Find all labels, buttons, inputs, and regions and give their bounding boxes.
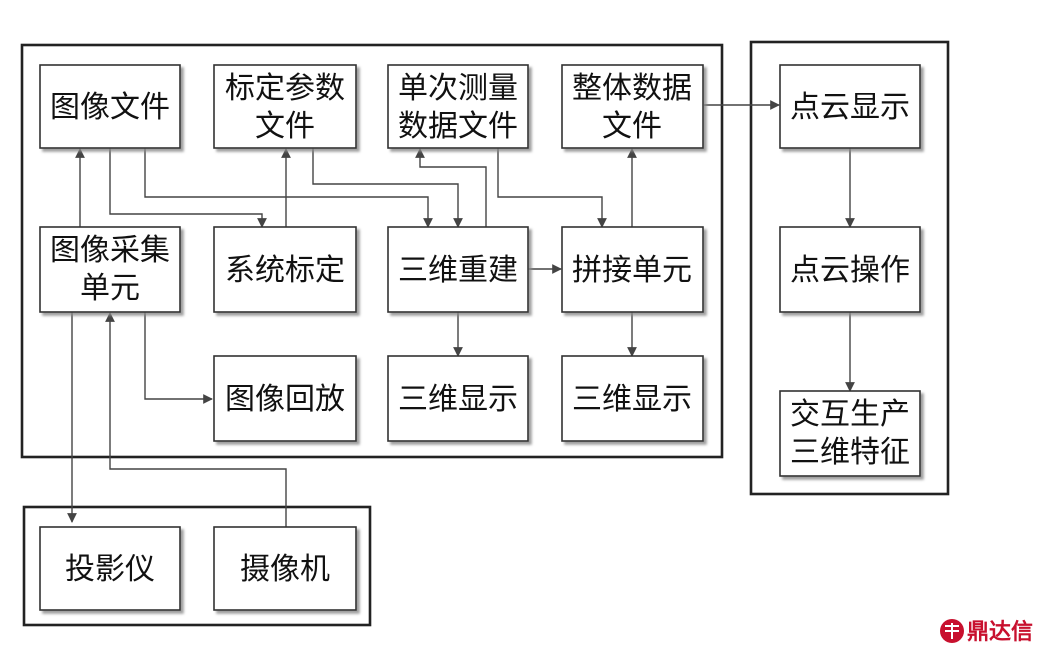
node-label: 单次测量	[398, 71, 518, 106]
node-pointcloud-display: 点云显示	[779, 64, 921, 149]
node-projector: 投影仪	[39, 526, 181, 611]
watermark-text: 鼎达信	[967, 619, 1033, 645]
node-label: 三维重建	[398, 253, 518, 288]
node-label: 投影仪	[65, 552, 155, 587]
pointcloud-group	[749, 40, 950, 496]
node-label: 单元	[80, 271, 140, 306]
node-system-calib: 系统标定	[213, 226, 357, 313]
node-label: 摄像机	[240, 552, 330, 587]
edge-singlefile-to-stitch	[497, 148, 607, 228]
node-image-acq-unit: 图像采集 单元	[39, 226, 181, 313]
node-recon-3d: 三维重建	[387, 226, 529, 313]
node-label: 点云显示	[790, 90, 910, 125]
edge-paramfile-to-recon	[312, 148, 463, 228]
node-label: 交互生产	[790, 397, 910, 432]
edge-recon-to-singlefile	[415, 148, 487, 227]
node-single-measure-file: 单次测量 数据文件	[387, 64, 529, 149]
main-software-group	[20, 43, 724, 459]
node-label: 拼接单元	[572, 253, 692, 288]
node-stitch-unit: 拼接单元	[561, 226, 704, 313]
node-image-file: 图像文件	[39, 64, 181, 149]
node-whole-data-file: 整体数据 文件	[561, 64, 704, 149]
node-display-3d-b: 三维显示	[561, 355, 704, 442]
node-camera: 摄像机	[213, 526, 357, 611]
node-label: 标定参数	[225, 71, 345, 106]
node-label: 文件	[602, 109, 662, 144]
node-label: 图像文件	[50, 90, 170, 125]
node-label: 整体数据	[572, 71, 692, 106]
node-display-3d-a: 三维显示	[387, 355, 529, 442]
node-label: 三维显示	[572, 382, 692, 417]
edge-camera-to-acq	[105, 312, 287, 527]
edge-imagefile-to-calib	[109, 148, 267, 228]
node-label: 点云操作	[790, 253, 910, 288]
node-label: 图像回放	[225, 382, 345, 417]
node-label: 系统标定	[225, 253, 345, 288]
node-label: 文件	[255, 109, 315, 144]
edge-acq-to-playback	[144, 312, 213, 404]
node-label: 图像采集	[50, 233, 170, 268]
node-calib-param-file: 标定参数 文件	[213, 64, 357, 149]
edges	[67, 100, 855, 527]
node-label: 三维特征	[790, 435, 910, 470]
node-pointcloud-ops: 点云操作	[779, 226, 921, 313]
node-label: 数据文件	[398, 109, 518, 144]
hardware-group	[22, 505, 372, 627]
watermark-logo: 鼎达信	[940, 619, 1033, 645]
node-interactive-features: 交互生产 三维特征	[779, 390, 921, 477]
node-label: 三维显示	[398, 382, 518, 417]
node-image-playback: 图像回放	[213, 355, 357, 442]
